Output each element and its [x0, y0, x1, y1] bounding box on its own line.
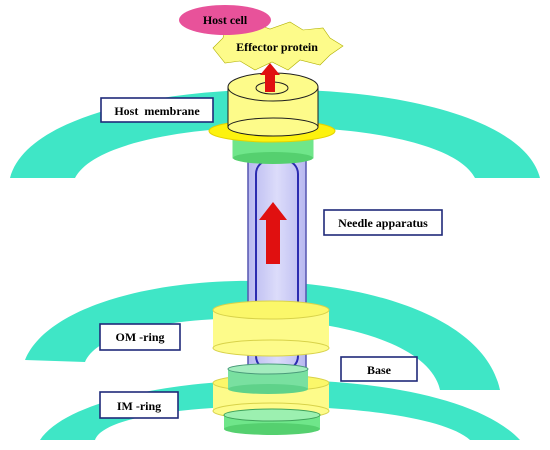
host-membrane-callout: Host membrane [100, 97, 214, 123]
base-upper-disc [227, 363, 309, 394]
host-cell-label: Host cell [203, 13, 248, 27]
base-callout: Base [340, 356, 418, 382]
im-ring-label: IM -ring [117, 399, 161, 413]
base-lower-disc [223, 408, 321, 435]
host-cell-ellipse [179, 5, 271, 35]
needle-apparatus-callout: Needle apparatus [323, 209, 443, 236]
top-secretion-arrow [260, 63, 280, 92]
needle-apparatus-label: Needle apparatus [338, 216, 428, 230]
base-label: Base [367, 363, 392, 377]
needle-secretion-arrow [259, 202, 287, 264]
effector-protein-label: Effector protein [236, 40, 318, 54]
om-ring-label: OM -ring [116, 330, 165, 344]
host-membrane-label: Host membrane [114, 104, 200, 118]
om-ring-callout: OM -ring [99, 323, 181, 351]
im-ring-callout: IM -ring [99, 391, 179, 419]
outer-membrane-band [25, 280, 500, 390]
om-ring-cylinder [212, 300, 330, 357]
